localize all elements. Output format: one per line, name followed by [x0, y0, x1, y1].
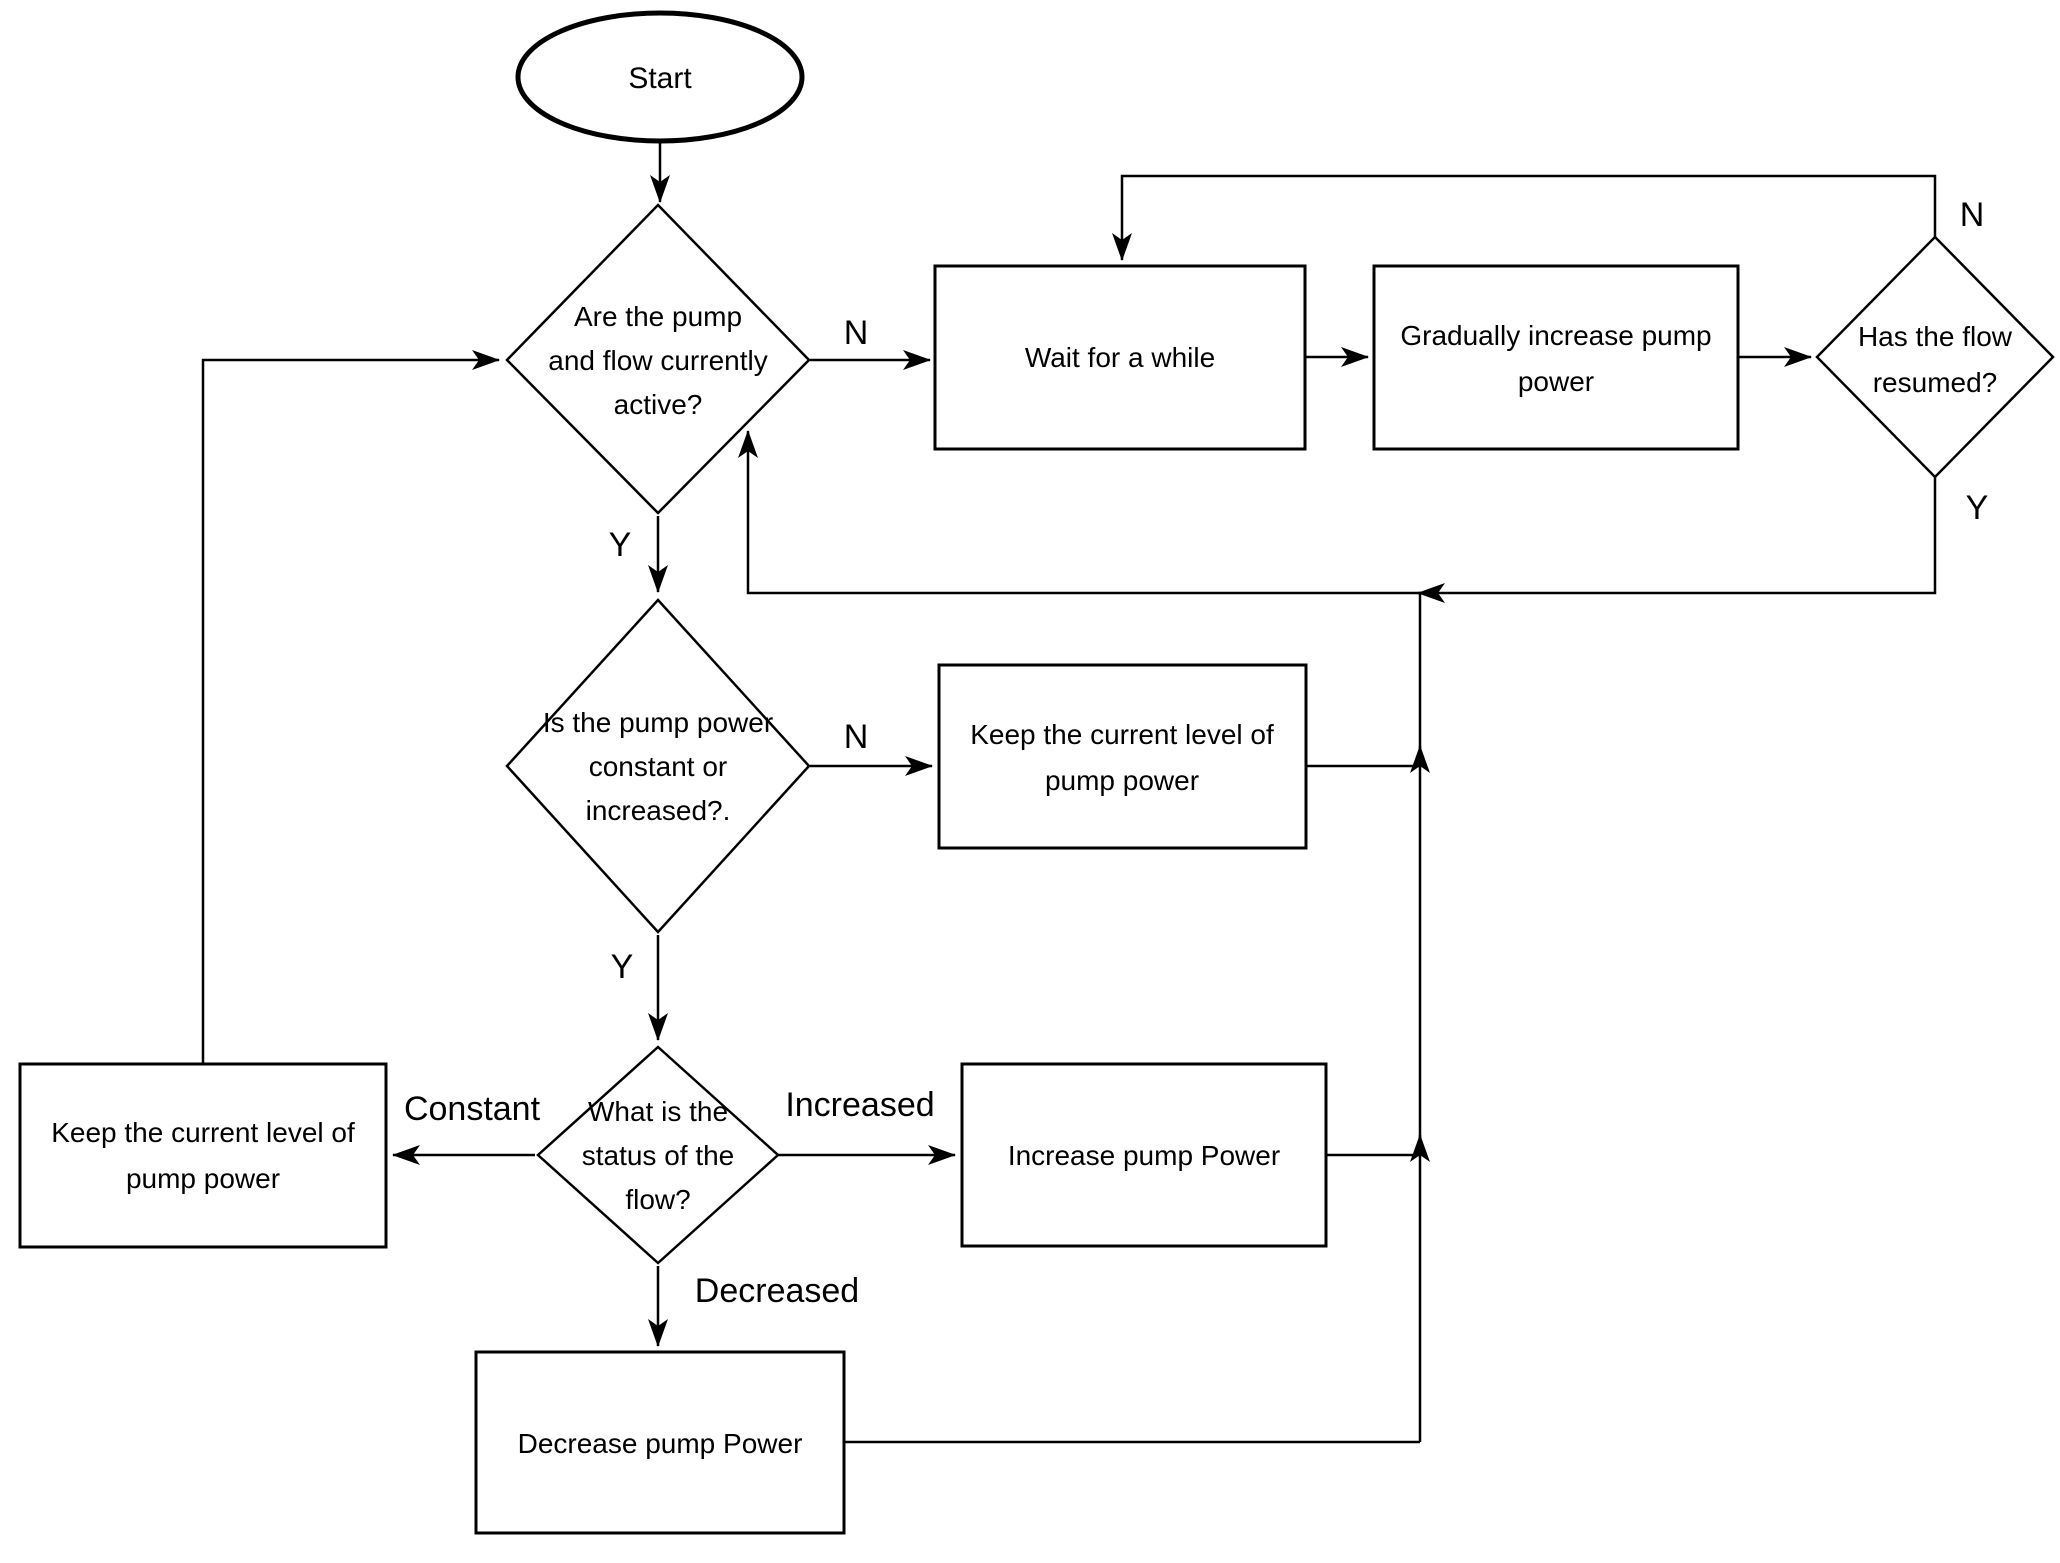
- process-keep-level-left-line1: Keep the current level of: [51, 1117, 355, 1148]
- label-active-no: N: [844, 314, 869, 352]
- start-node: [515, 10, 805, 144]
- process-keep-level-right-line2: pump power: [1045, 765, 1199, 796]
- process-increase-pump-label: Increase pump Power: [1008, 1140, 1280, 1171]
- decision-pump-flow-active-line1: Are the pump: [574, 301, 742, 332]
- decision-pump-power-constant-line3: increased?.: [586, 795, 731, 826]
- process-keep-level-right-line1: Keep the current level of: [970, 719, 1274, 750]
- decision-flow-status-line2: status of the: [582, 1140, 735, 1171]
- process-decrease-pump-label: Decrease pump Power: [518, 1428, 803, 1459]
- edge-increase-to-collector: [1326, 1134, 1430, 1162]
- label-constant-no: N: [844, 718, 869, 756]
- label-status-constant: Constant: [404, 1090, 541, 1128]
- decision-pump-flow-active: [505, 203, 811, 515]
- label-resumed-no: N: [1960, 196, 1985, 234]
- label-constant-yes: Y: [611, 948, 634, 986]
- process-decrease-pump: [474, 1350, 846, 1535]
- label-status-increased: Increased: [785, 1086, 934, 1124]
- start-node-label: Start: [628, 62, 692, 95]
- process-keep-level-left: [18, 1062, 388, 1249]
- edge-resumed-yes-return: [1417, 477, 1937, 603]
- decision-flow-resumed-line2: resumed?: [1873, 367, 1998, 398]
- edge-return-to-active: [738, 430, 1422, 595]
- decision-flow-resumed: [1815, 235, 2055, 479]
- label-status-decreased: Decreased: [695, 1272, 859, 1310]
- process-increase-pump: [960, 1062, 1328, 1248]
- decision-pump-power-constant-line1: Is the pump power: [543, 707, 773, 738]
- edge-keep-right-to-collector: [1306, 745, 1430, 773]
- edge-resumed-no-loop-to-wait: [1112, 174, 1937, 261]
- process-keep-level-left-line2: pump power: [126, 1163, 280, 1194]
- decision-flow-resumed-line1: Has the flow: [1858, 321, 2013, 352]
- edge-keep-left-loop-to-active: [201, 350, 500, 1064]
- process-gradually-increase-line1: Gradually increase pump: [1400, 320, 1711, 351]
- process-keep-level-right: [937, 663, 1308, 850]
- decision-pump-flow-active-line3: active?: [614, 389, 703, 420]
- label-active-yes: Y: [609, 526, 632, 564]
- process-gradually-increase-line2: power: [1518, 366, 1594, 397]
- decision-flow-status-line3: flow?: [625, 1184, 690, 1215]
- decision-pump-flow-active-line2: and flow currently: [548, 345, 767, 376]
- decision-pump-power-constant-line2: constant or: [589, 751, 728, 782]
- decision-pump-power-constant: [505, 598, 811, 934]
- decision-flow-status-line1: What is the: [588, 1096, 728, 1127]
- process-wait-label: Wait for a while: [1025, 342, 1215, 373]
- decision-flow-status: [536, 1045, 780, 1265]
- process-wait: [933, 264, 1307, 451]
- label-resumed-yes: Y: [1966, 489, 1989, 527]
- process-gradually-increase: [1372, 264, 1740, 451]
